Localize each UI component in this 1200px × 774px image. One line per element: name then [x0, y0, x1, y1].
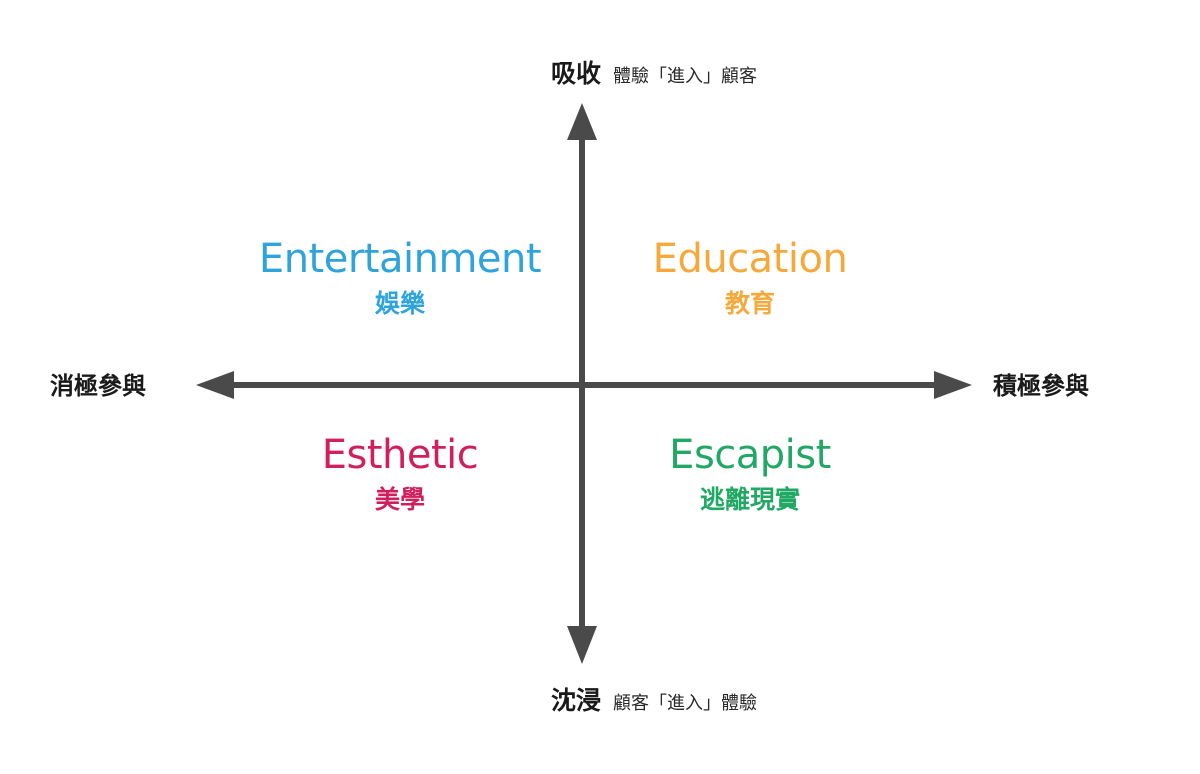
- quadrant-education-en: Education: [652, 236, 848, 282]
- quadrant-education: Education 教育: [630, 236, 870, 320]
- axis-label-right: 積極參與: [993, 368, 1089, 404]
- quadrant-entertainment: Entertainment 娛樂: [250, 236, 550, 320]
- axis-label-bottom-sub: 顧客「進入」體驗: [613, 693, 758, 714]
- arrow-right-icon: [934, 371, 972, 399]
- quadrant-entertainment-zh: 娛樂: [374, 289, 425, 318]
- quadrant-esthetic-zh: 美學: [374, 485, 425, 514]
- axis-label-top-main: 吸收: [551, 59, 602, 88]
- quadrant-entertainment-en: Entertainment: [258, 236, 542, 282]
- quadrant-education-zh: 教育: [724, 289, 775, 318]
- axis-label-bottom: 沈浸顧客「進入」體驗: [551, 683, 757, 719]
- axis-label-left-main: 消極參與: [50, 372, 146, 400]
- quadrant-esthetic-en: Esthetic: [321, 432, 479, 478]
- arrow-left-icon: [196, 371, 234, 399]
- axis-label-right-main: 積極參與: [993, 372, 1089, 400]
- quadrant-escapist-zh: 逃離現實: [699, 485, 800, 514]
- axis-label-top: 吸收體驗「進入」顧客: [551, 56, 757, 92]
- arrow-down-icon: [567, 626, 597, 664]
- quadrant-escapist: Escapist 逃離現實: [640, 432, 860, 516]
- arrow-up-icon: [567, 103, 597, 140]
- axis-label-bottom-main: 沈浸: [551, 686, 602, 715]
- axis-label-top-sub: 體驗「進入」顧客: [613, 66, 758, 87]
- quadrant-esthetic: Esthetic 美學: [290, 432, 510, 516]
- quadrant-escapist-en: Escapist: [669, 432, 831, 478]
- axis-label-left: 消極參與: [50, 368, 146, 404]
